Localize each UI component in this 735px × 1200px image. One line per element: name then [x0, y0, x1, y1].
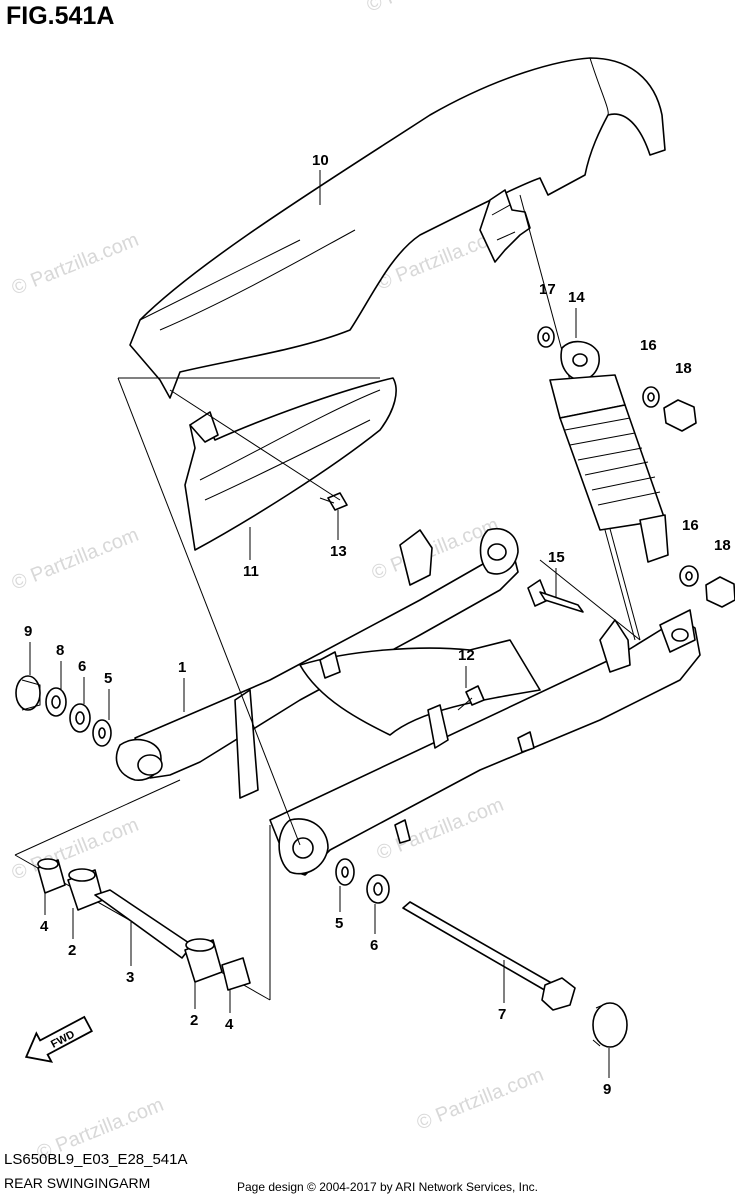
label-9-right: 9	[603, 1081, 611, 1098]
shaft-part-3[interactable]	[94, 889, 193, 959]
washer-part-5-left[interactable]	[92, 719, 112, 747]
watermark-9: © Partzilla.com	[364, 0, 497, 17]
label-1: 1	[178, 659, 186, 676]
spacer-part-6-right[interactable]	[366, 874, 390, 904]
washer-part-5-right[interactable]	[335, 858, 355, 886]
label-12: 12	[458, 647, 475, 664]
label-18-bottom: 18	[714, 537, 731, 554]
bolt-part-12[interactable]	[457, 685, 485, 711]
washer-part-16-top[interactable]	[642, 386, 660, 408]
label-9-left: 9	[24, 623, 32, 640]
fwd-label: FWD	[49, 1028, 77, 1050]
part-number-labels: 10 11 13 17 14 16 18 16 18 15 12 9 8 6 5…	[24, 152, 731, 1098]
label-2-right: 2	[190, 1012, 198, 1029]
label-3: 3	[126, 969, 134, 986]
watermark-3: © Partzilla.com	[9, 524, 142, 595]
washer-part-16-bottom[interactable]	[679, 565, 699, 587]
label-5-right: 5	[335, 915, 343, 932]
figure-title: FIG.541A	[6, 2, 115, 30]
label-18-top: 18	[675, 360, 692, 377]
label-6-left: 6	[78, 658, 86, 675]
bearing-part-2-right[interactable]	[184, 938, 223, 983]
label-16-bottom: 16	[682, 517, 699, 534]
label-14: 14	[568, 289, 585, 306]
watermark-1: © Partzilla.com	[9, 229, 142, 300]
cap-part-9-right[interactable]	[592, 1002, 628, 1048]
spacer-part-6-left[interactable]	[69, 703, 91, 733]
diagram-name: REAR SWINGINGARM	[4, 1175, 151, 1191]
label-6-right: 6	[370, 937, 378, 954]
bearing-part-2-left[interactable]	[67, 868, 104, 911]
nut-part-18-bottom[interactable]	[705, 576, 735, 608]
copyright-notice: Page design © 2004-2017 by ARI Network S…	[237, 1180, 539, 1194]
label-11: 11	[243, 563, 259, 580]
cap-part-9-left[interactable]	[15, 675, 41, 711]
label-16-top: 16	[640, 337, 657, 354]
chain-case-part-10[interactable]	[129, 57, 666, 399]
shock-absorber-part-14[interactable]	[549, 340, 669, 563]
label-10: 10	[312, 152, 329, 169]
washer-part-17[interactable]	[537, 326, 555, 348]
label-17: 17	[539, 281, 556, 298]
fwd-arrow-icon: FWD	[24, 1015, 93, 1063]
bolt-part-13[interactable]	[319, 492, 348, 511]
label-7: 7	[498, 1006, 506, 1023]
collar-part-4-right[interactable]	[221, 957, 251, 991]
label-4-left: 4	[40, 918, 49, 935]
label-13: 13	[330, 543, 347, 560]
swingarm-part-1[interactable]	[115, 528, 701, 876]
label-4-right: 4	[225, 1016, 234, 1033]
label-5-left: 5	[104, 670, 112, 687]
model-code: LS650BL9_E03_E28_541A	[4, 1151, 188, 1168]
watermark-8: © Partzilla.com	[414, 1064, 547, 1135]
bolt-part-15[interactable]	[527, 579, 584, 613]
label-15: 15	[548, 549, 565, 566]
bearing-part-8[interactable]	[45, 687, 67, 717]
collar-part-4-left[interactable]	[37, 858, 66, 894]
label-8: 8	[56, 642, 64, 659]
chain-guard-part-11[interactable]	[184, 377, 397, 551]
nut-part-18-top[interactable]	[663, 399, 697, 432]
pivot-bolt-part-7[interactable]	[402, 901, 576, 1011]
label-2-left: 2	[68, 942, 76, 959]
